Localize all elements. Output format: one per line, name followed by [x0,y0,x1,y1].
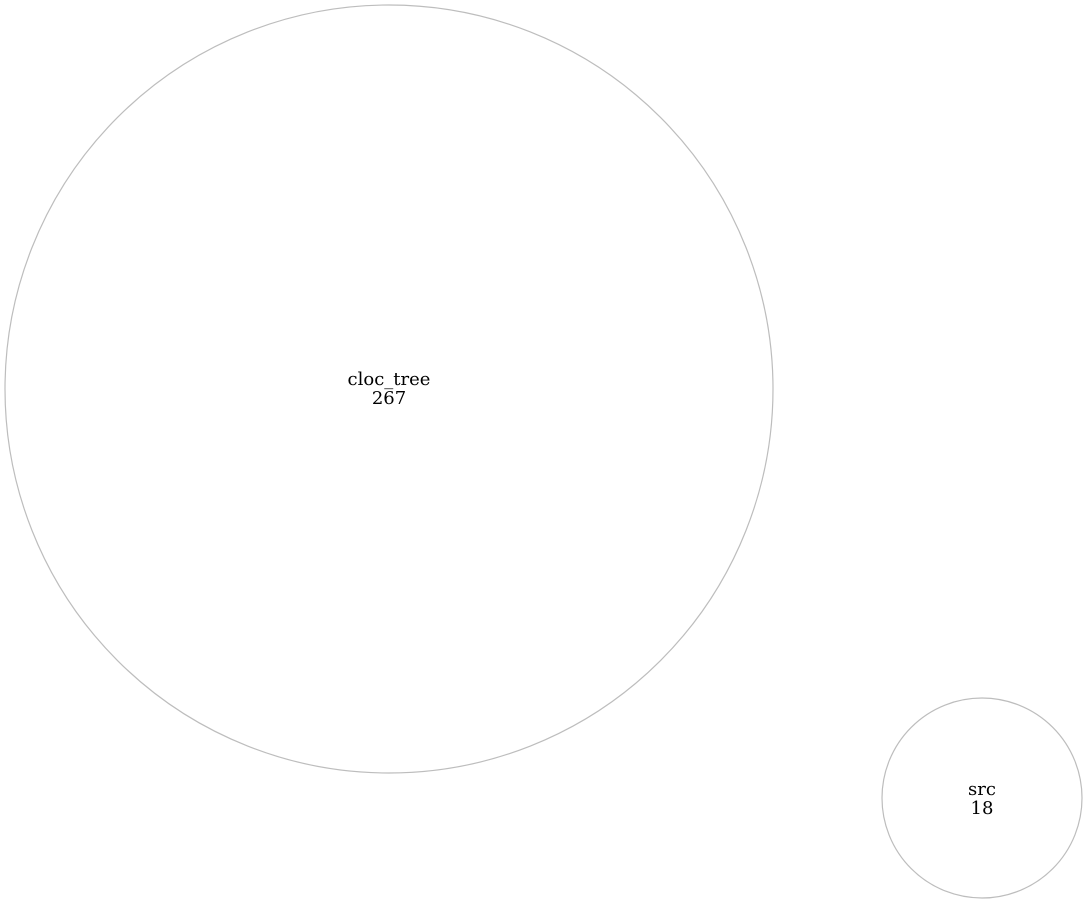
node-src-value: 18 [971,798,994,819]
node-src: src 18 [881,697,1083,899]
node-cloc-tree: cloc_tree 267 [4,4,774,774]
node-src-name: src [968,779,996,800]
node-src-circle [881,697,1083,899]
node-cloc-tree-value: 267 [372,388,406,409]
node-cloc-tree-circle [4,4,774,774]
node-cloc-tree-name: cloc_tree [348,369,431,390]
